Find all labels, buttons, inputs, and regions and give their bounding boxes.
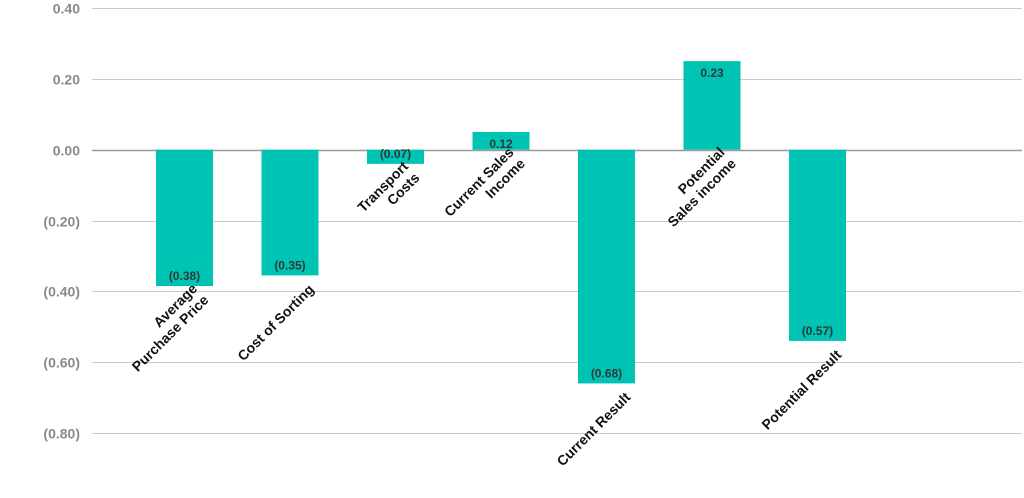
data-label: (0.38) <box>169 269 200 283</box>
bar-1 <box>261 149 319 276</box>
data-label: (0.35) <box>274 258 305 272</box>
y-tick-label: 0.20 <box>53 72 80 88</box>
data-label: 0.12 <box>489 137 513 151</box>
y-tick-label: (0.40) <box>43 284 80 300</box>
y-tick-label: (0.20) <box>43 214 80 230</box>
category-label: Potential Result <box>758 346 844 432</box>
y-tick-label: 0.00 <box>53 143 80 159</box>
grid-layer <box>92 8 1022 434</box>
bar-3 <box>472 131 530 150</box>
bar-layer <box>156 61 846 384</box>
category-label-line: Potential Result <box>758 346 844 432</box>
bar-2 <box>367 149 424 164</box>
category-label-line: Cost of Sorting <box>234 281 317 364</box>
category-label-line: Current Result <box>553 389 633 469</box>
y-tick-label: 0.40 <box>53 1 80 17</box>
category-label: Current Result <box>553 389 633 469</box>
data-label: 0.23 <box>700 66 724 80</box>
bar-6 <box>789 149 846 341</box>
category-label: Cost of Sorting <box>234 281 317 364</box>
data-label: (0.68) <box>591 366 622 380</box>
data-label: (0.07) <box>380 147 411 161</box>
data-label: (0.57) <box>802 324 833 338</box>
bar-4 <box>578 149 635 384</box>
y-tick-label: (0.80) <box>43 426 80 442</box>
bar-0 <box>156 149 213 287</box>
y-tick-label: (0.60) <box>43 355 80 371</box>
bar-5 <box>683 61 741 150</box>
